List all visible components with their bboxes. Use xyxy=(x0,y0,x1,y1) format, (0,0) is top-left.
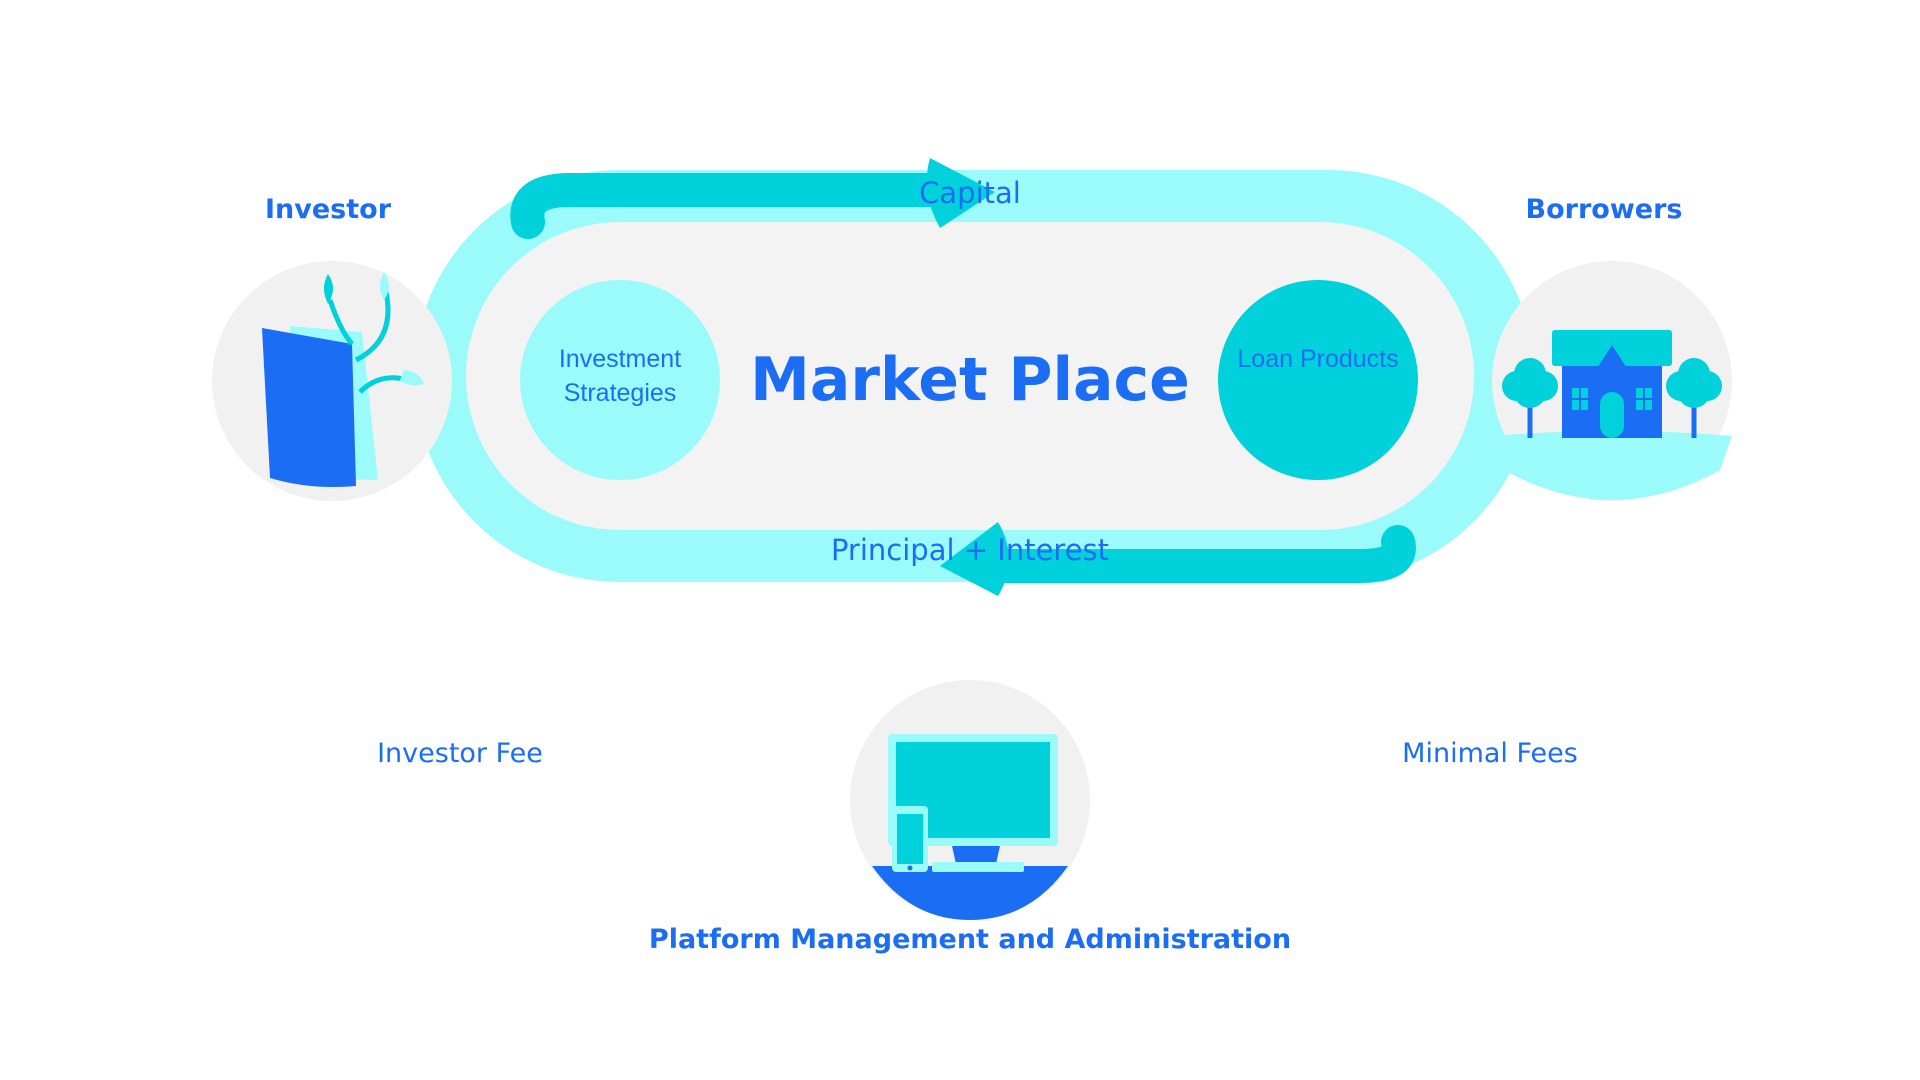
investment-strategies-circle xyxy=(520,280,720,480)
investor-label: Investor xyxy=(264,194,392,225)
market-place-title: Market Place xyxy=(750,345,1190,415)
investment-strategies-label: Investment Strategies xyxy=(558,345,682,407)
marketplace-area xyxy=(466,222,1474,530)
investor-node xyxy=(212,261,452,501)
monitor-phone-icon xyxy=(888,734,1058,872)
principal-interest-label: Principal + Interest xyxy=(830,533,1110,567)
capital-label: Capital xyxy=(919,176,1021,210)
principal-interest-arrow xyxy=(940,522,1416,596)
wallet-plant-icon xyxy=(262,272,424,487)
borrowers-node xyxy=(1492,261,1732,501)
loan-products-circle xyxy=(1218,280,1418,480)
platform-node xyxy=(850,680,1090,920)
investor-fee-label: Investor Fee xyxy=(377,738,543,769)
minimal-fees-label: Minimal Fees xyxy=(1402,738,1578,769)
capital-arrow xyxy=(510,158,995,239)
platform-label: Platform Management and Administration xyxy=(648,924,1292,955)
house-trees-icon xyxy=(1492,330,1732,500)
borrowers-label: Borrowers xyxy=(1525,194,1683,225)
loan-products-label: Loan Products xyxy=(1237,345,1399,373)
